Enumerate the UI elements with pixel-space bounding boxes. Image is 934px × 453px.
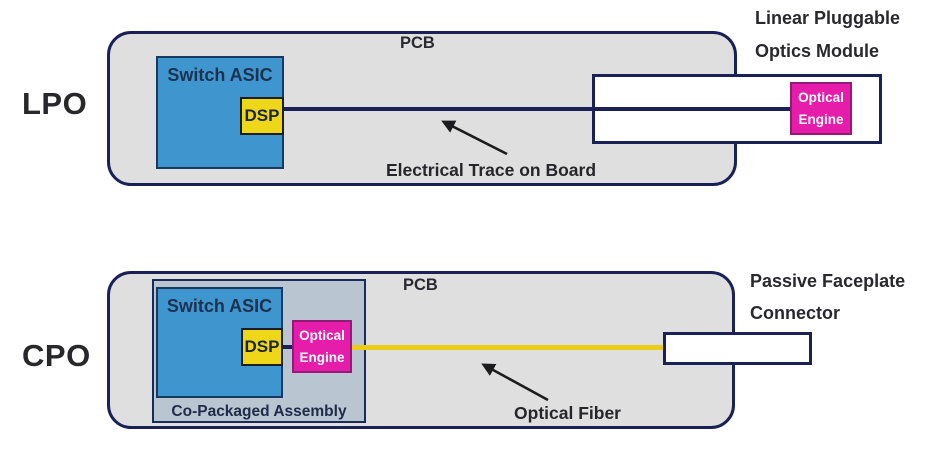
lpo-optical-engine-box: Optical Engine	[790, 82, 852, 135]
cpo-connector-caption-line1: Passive Faceplate	[750, 271, 906, 291]
lpo-optical-engine-label-line2: Engine	[798, 111, 844, 127]
cpo-copackaged-assembly-label: Co-Packaged Assembly	[171, 403, 347, 420]
cpo-connector-caption-line2: Connector	[750, 303, 840, 323]
cpo-faceplate-connector-box	[663, 332, 812, 365]
lpo-module-caption-line2: Optics Module	[755, 41, 880, 61]
cpo-pcb-label: PCB	[403, 276, 438, 294]
lpo-row-label: LPO	[22, 86, 88, 121]
cpo-dsp-engine-link-line	[283, 345, 292, 349]
cpo-optical-engine-label-line2: Engine	[299, 349, 345, 365]
lpo-switch-asic-box: Switch ASIC	[156, 56, 284, 169]
cpo-row-label: CPO	[22, 338, 91, 373]
lpo-dsp-label: DSP	[244, 106, 280, 125]
cpo-connector-caption: Passive Faceplate Connector	[750, 265, 905, 329]
lpo-pcb-label: PCB	[400, 34, 435, 52]
cpo-optical-engine-box: Optical Engine	[292, 320, 352, 373]
cpo-switch-asic-box: Switch ASIC	[156, 287, 283, 398]
cpo-switch-asic-label: Switch ASIC	[166, 296, 273, 316]
lpo-trace-annotation: Electrical Trace on Board	[385, 160, 597, 180]
lpo-optical-engine-label-line1: Optical	[798, 90, 844, 105]
cpo-fiber-annotation: Optical Fiber	[514, 403, 621, 423]
lpo-switch-asic-label: Switch ASIC	[167, 65, 273, 85]
cpo-dsp-box: DSP	[241, 328, 283, 366]
lpo-module-caption: Linear Pluggable Optics Module	[755, 2, 900, 68]
cpo-optical-fiber-line	[352, 345, 663, 350]
cpo-dsp-label: DSP	[244, 337, 280, 356]
lpo-module-caption-line1: Linear Pluggable	[755, 8, 901, 28]
cpo-optical-engine-label-line1: Optical	[299, 328, 345, 343]
lpo-electrical-trace-line	[284, 107, 790, 111]
lpo-dsp-box: DSP	[240, 97, 284, 135]
